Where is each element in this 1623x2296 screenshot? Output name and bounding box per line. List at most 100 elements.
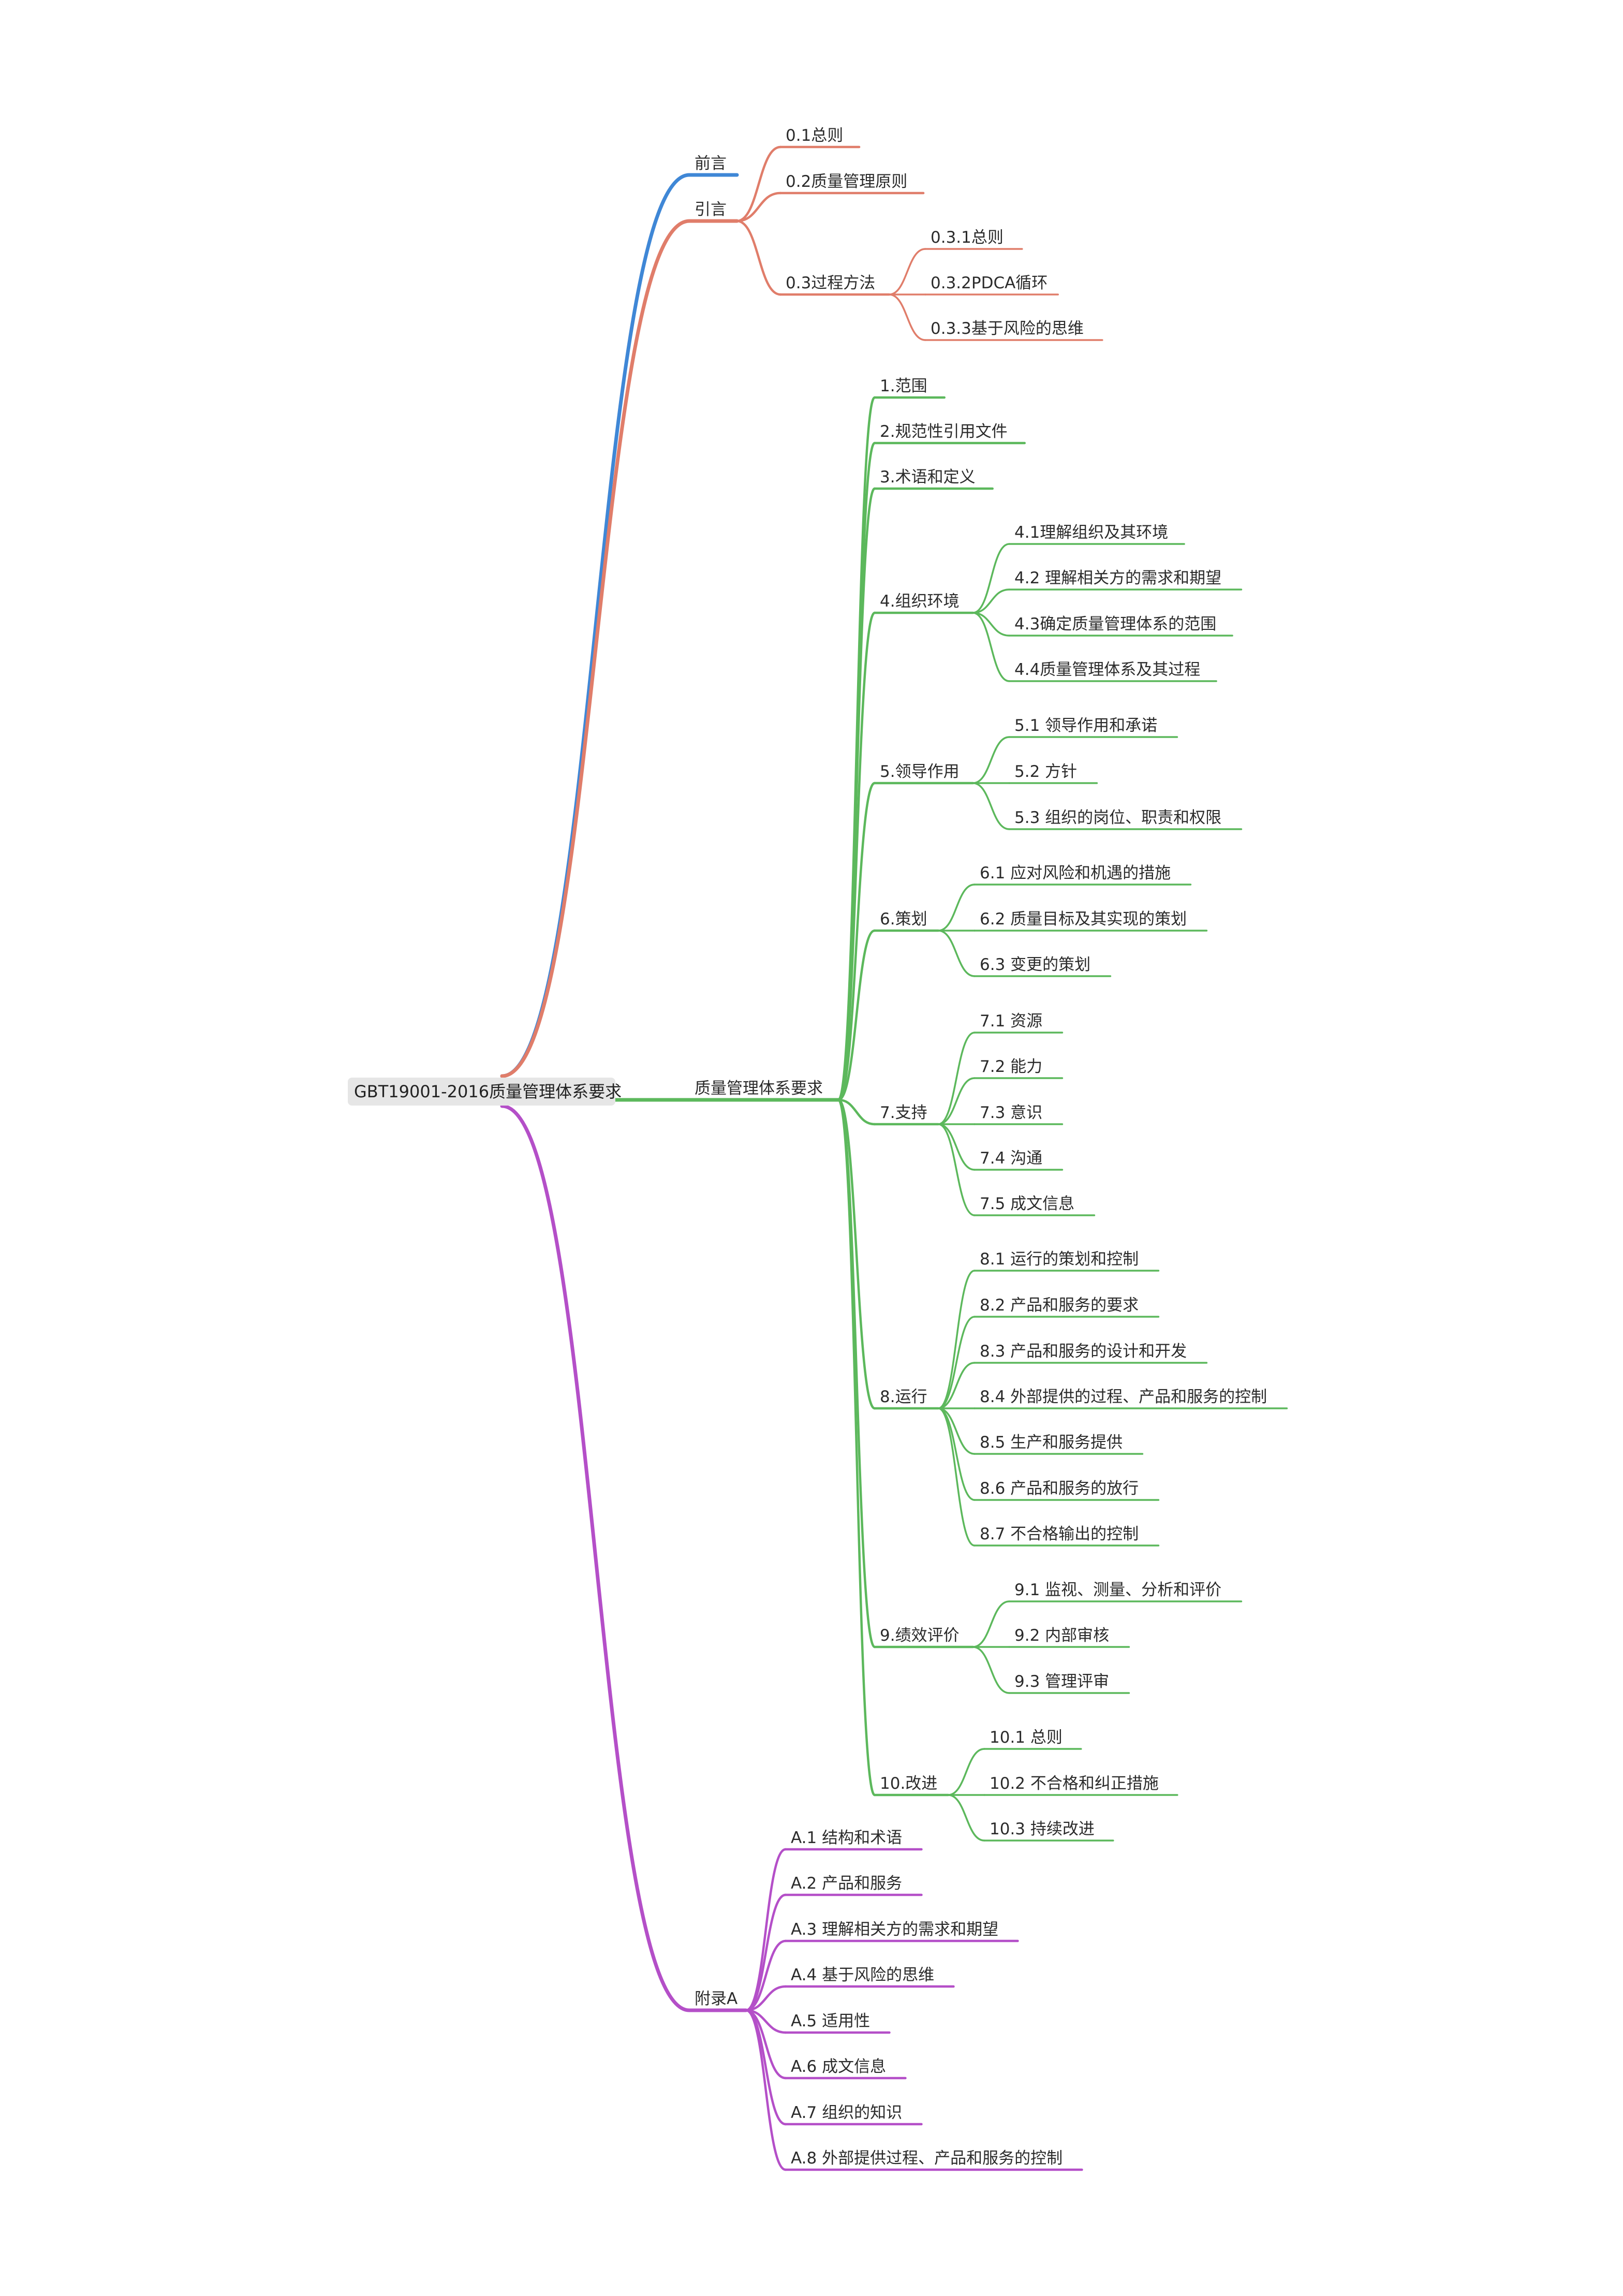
branch-2-child-6-sub-1-node[interactable]: 7.2 能力 — [980, 1057, 1042, 1076]
connector-line — [937, 1407, 976, 1547]
branch-3-child-5-node[interactable]: A.6 成文信息 — [791, 2057, 886, 2076]
branch-2-child-6-sub-3-node[interactable]: 7.4 沟通 — [980, 1149, 1042, 1168]
connector-line — [947, 1748, 985, 1796]
connector-line — [937, 1362, 976, 1409]
branch-2-child-5-sub-2-node[interactable]: 6.3 变更的策划 — [980, 955, 1090, 974]
connector-line — [735, 192, 782, 223]
connector-line — [937, 1407, 976, 1455]
branch-2-child-4-sub-0-node[interactable]: 5.1 领导作用和承诺 — [1014, 716, 1157, 735]
branch-2-child-3-sub-1-node[interactable]: 4.2 理解相关方的需求和期望 — [1014, 569, 1221, 587]
connector-line — [735, 219, 782, 296]
branch-1-child-2-sub-1-node[interactable]: 0.3.2PDCA循环 — [931, 274, 1047, 292]
root-node-label: GBT19001-2016质量管理体系要求 — [354, 1082, 622, 1101]
branch-2-child-8-sub-0-node[interactable]: 9.1 监视、测量、分析和评价 — [1014, 1581, 1221, 1599]
branch-2-child-9-sub-2-node[interactable]: 10.3 持续改进 — [990, 1820, 1095, 1838]
branch-2-child-3-node[interactable]: 4.组织环境 — [880, 592, 960, 611]
connector-line — [972, 782, 1010, 830]
branch-2-child-4-sub-1-node[interactable]: 5.2 方针 — [1014, 762, 1077, 781]
branch-3-child-4-node[interactable]: A.5 适用性 — [791, 2012, 870, 2030]
connector-line — [888, 248, 926, 296]
connector-line — [972, 543, 1010, 614]
branch-2-child-9-sub-0-node[interactable]: 10.1 总则 — [990, 1728, 1063, 1747]
connector-line — [745, 2009, 787, 2126]
branch-2-child-8-sub-1-node[interactable]: 9.2 内部审核 — [1014, 1626, 1109, 1645]
connector-line — [735, 145, 782, 223]
connector-line — [972, 1646, 1010, 1694]
connector-line — [745, 2009, 787, 2171]
branch-2-child-6-node[interactable]: 7.支持 — [880, 1103, 927, 1122]
connector-line — [500, 219, 691, 1078]
branch-2-child-8-sub-2-node[interactable]: 9.3 管理评审 — [1014, 1672, 1109, 1691]
branch-2-child-6-sub-0-node[interactable]: 7.1 资源 — [980, 1012, 1042, 1031]
branch-2-child-7-sub-6-node[interactable]: 8.7 不合格输出的控制 — [980, 1525, 1139, 1543]
branch-1-child-1-node[interactable]: 0.2质量管理原则 — [786, 172, 907, 191]
branch-2-child-6-sub-4-node[interactable]: 7.5 成文信息 — [980, 1195, 1074, 1213]
connector-line — [745, 1893, 787, 2012]
branch-2-child-3-sub-0-node[interactable]: 4.1理解组织及其环境 — [1014, 523, 1168, 542]
connector-line — [745, 1939, 787, 2012]
branch-2-child-6-sub-2-node[interactable]: 7.3 意识 — [980, 1103, 1042, 1122]
branch-2-child-7-sub-4-node[interactable]: 8.5 生产和服务提供 — [980, 1433, 1123, 1452]
branch-2-child-5-sub-1-node[interactable]: 6.2 质量目标及其实现的策划 — [980, 910, 1187, 929]
branch-2-child-9-node[interactable]: 10.改进 — [880, 1774, 937, 1793]
branch-2-child-1-node[interactable]: 2.规范性引用文件 — [880, 422, 1008, 441]
branch-2-child-3-sub-2-node[interactable]: 4.3确定质量管理体系的范围 — [1014, 615, 1216, 634]
branch-3-child-7-node[interactable]: A.8 外部提供过程、产品和服务的控制 — [791, 2149, 1063, 2168]
branch-1-node[interactable]: 引言 — [695, 200, 727, 219]
connector-lines — [500, 145, 1288, 2171]
branch-2-node[interactable]: 质量管理体系要求 — [695, 1079, 823, 1098]
connector-line — [888, 293, 926, 341]
connector-line — [837, 611, 876, 1101]
connector-line — [937, 1123, 976, 1171]
connector-line — [937, 1032, 976, 1125]
branch-2-child-7-sub-3-node[interactable]: 8.4 外部提供的过程、产品和服务的控制 — [980, 1388, 1267, 1406]
branch-1-child-2-sub-2-node[interactable]: 0.3.3基于风险的思维 — [931, 319, 1084, 338]
connector-line — [937, 930, 976, 977]
branch-2-child-2-node[interactable]: 3.术语和定义 — [880, 468, 976, 487]
connector-line — [937, 1270, 976, 1409]
connector-line — [972, 1600, 1010, 1648]
connector-line — [500, 173, 691, 1078]
branch-2-child-5-node[interactable]: 6.策划 — [880, 910, 927, 929]
branch-3-child-3-node[interactable]: A.4 基于风险的思维 — [791, 1966, 934, 1984]
connector-line — [837, 929, 876, 1101]
connector-line — [972, 588, 1010, 614]
branch-2-child-7-sub-1-node[interactable]: 8.2 产品和服务的要求 — [980, 1296, 1139, 1315]
branch-3-child-6-node[interactable]: A.7 组织的知识 — [791, 2103, 902, 2122]
branch-2-child-5-sub-0-node[interactable]: 6.1 应对风险和机遇的措施 — [980, 864, 1171, 882]
branch-1-child-2-node[interactable]: 0.3过程方法 — [786, 274, 875, 292]
branch-2-child-8-node[interactable]: 9.绩效评价 — [880, 1626, 960, 1645]
branch-2-child-7-sub-2-node[interactable]: 8.3 产品和服务的设计和开发 — [980, 1342, 1187, 1361]
connector-line — [745, 1985, 787, 2012]
connector-line — [947, 1794, 985, 1842]
connector-line — [937, 1077, 976, 1125]
connector-line — [837, 1098, 876, 1797]
connector-line — [972, 736, 1010, 784]
connector-line — [837, 782, 876, 1101]
branch-2-child-9-sub-1-node[interactable]: 10.2 不合格和纠正措施 — [990, 1774, 1159, 1793]
branch-1-child-2-sub-0-node[interactable]: 0.3.1总则 — [931, 228, 1004, 247]
branch-2-child-0-node[interactable]: 1.范围 — [880, 377, 927, 395]
branch-3-child-0-node[interactable]: A.1 结构和术语 — [791, 1829, 902, 1847]
connector-line — [972, 612, 1010, 637]
branch-2-child-4-sub-2-node[interactable]: 5.3 组织的岗位、职责和权限 — [1014, 808, 1221, 827]
connector-line — [937, 1407, 976, 1501]
branch-2-child-7-sub-5-node[interactable]: 8.6 产品和服务的放行 — [980, 1479, 1139, 1498]
connector-line — [937, 1123, 976, 1216]
branch-3-child-2-node[interactable]: A.3 理解相关方的需求和期望 — [791, 1920, 998, 1939]
connector-line — [972, 612, 1010, 682]
connector-line — [837, 1098, 876, 1126]
branch-2-child-7-sub-0-node[interactable]: 8.1 运行的策划和控制 — [980, 1250, 1139, 1269]
connector-line — [937, 884, 976, 932]
branch-1-child-0-node[interactable]: 0.1总则 — [786, 126, 843, 145]
branch-3-node[interactable]: 附录A — [695, 1990, 737, 2008]
branch-0-node[interactable]: 前言 — [695, 154, 727, 173]
root-node[interactable] — [348, 1078, 615, 1106]
branch-2-child-3-sub-3-node[interactable]: 4.4质量管理体系及其过程 — [1014, 660, 1200, 679]
branch-3-child-1-node[interactable]: A.2 产品和服务 — [791, 1874, 902, 1893]
branch-2-child-4-node[interactable]: 5.领导作用 — [880, 762, 960, 781]
connector-line — [937, 1316, 976, 1409]
branch-2-child-7-node[interactable]: 8.运行 — [880, 1388, 927, 1406]
